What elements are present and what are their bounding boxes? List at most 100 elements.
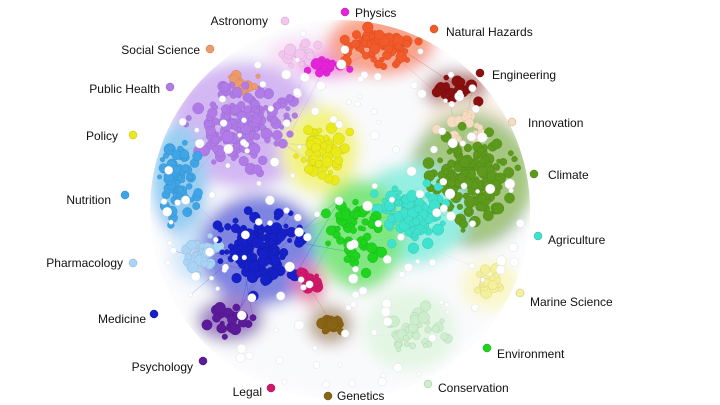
policy-node <box>303 125 314 136</box>
unassigned-node <box>245 351 254 360</box>
climate-node <box>422 157 435 169</box>
conservation-node <box>439 318 445 324</box>
legend-label: Physics <box>355 6 396 20</box>
legend-marker <box>533 231 543 241</box>
pharmacology-node <box>207 232 213 239</box>
nutrition-node <box>193 188 203 198</box>
unassigned-node <box>438 299 445 306</box>
nutrition-node <box>186 207 192 213</box>
medicine-node <box>250 269 256 275</box>
medicine-node <box>243 206 253 216</box>
natural-hazards-node <box>395 51 408 63</box>
unassigned-node <box>357 75 364 83</box>
unassigned-node <box>398 271 406 279</box>
policy-node <box>332 132 345 145</box>
unassigned-node <box>480 277 485 283</box>
public-health-node <box>254 107 260 114</box>
unassigned-node <box>270 157 280 167</box>
unassigned-node <box>469 220 476 228</box>
unassigned-node <box>382 254 392 264</box>
unassigned-node <box>336 59 347 70</box>
unassigned-node <box>460 182 468 190</box>
legend-marker <box>529 169 539 179</box>
legend-marker <box>429 24 439 34</box>
unassigned-node <box>218 95 227 103</box>
medicine-node <box>217 258 224 264</box>
psychology-node <box>216 323 227 334</box>
unassigned-node <box>312 361 321 369</box>
engineering-node <box>443 74 450 81</box>
public-health-node <box>291 112 298 119</box>
climate-node <box>507 150 514 157</box>
unassigned-node <box>471 303 479 312</box>
unassigned-node <box>382 316 393 327</box>
legend-item-legal: Legal <box>233 383 276 399</box>
unassigned-node <box>439 177 448 186</box>
unassigned-node <box>334 196 344 206</box>
unassigned-node <box>299 72 310 83</box>
unassigned-node <box>191 272 201 282</box>
climate-node <box>479 157 487 165</box>
policy-node <box>300 156 307 163</box>
conservation-node <box>420 300 432 312</box>
unassigned-node <box>281 378 288 385</box>
unassigned-node <box>393 363 403 373</box>
policy-node <box>345 127 354 137</box>
medicine-node <box>267 238 276 246</box>
marine-science-node <box>493 272 500 279</box>
legend-marker <box>482 343 492 353</box>
unassigned-node <box>241 254 247 261</box>
climate-node <box>476 166 488 177</box>
conservation-node <box>431 324 440 333</box>
legend-item-policy: Policy <box>86 129 138 143</box>
unassigned-node <box>294 57 300 63</box>
nutrition-node <box>157 174 163 180</box>
unassigned-node <box>215 286 220 292</box>
legend-marker <box>128 258 138 268</box>
public-health-node <box>205 126 216 137</box>
medicine-node <box>273 208 284 219</box>
unassigned-node <box>508 242 518 252</box>
unassigned-node <box>164 165 173 175</box>
policy-node <box>293 153 299 159</box>
social-science-node <box>255 73 261 79</box>
unassigned-node <box>284 261 295 272</box>
unassigned-node <box>468 84 477 93</box>
nutrition-node <box>192 151 203 162</box>
legend-item-social-science: Social Science <box>121 43 215 57</box>
natural-hazards-node <box>414 37 423 46</box>
environment-node <box>366 242 378 254</box>
innovation-node <box>462 111 468 117</box>
unassigned-node <box>256 180 262 187</box>
conservation-node <box>422 343 428 348</box>
environment-node <box>343 255 351 263</box>
unassigned-node <box>240 139 247 146</box>
unassigned-node <box>345 304 352 311</box>
environment-node <box>361 226 367 232</box>
medicine-node <box>219 249 225 256</box>
nutrition-node <box>177 186 184 193</box>
psychology-node <box>201 319 213 331</box>
unassigned-node <box>346 99 352 105</box>
medicine-node <box>239 263 246 269</box>
physics-node <box>315 68 324 78</box>
environment-node <box>325 225 336 236</box>
public-health-node <box>273 140 280 147</box>
unassigned-node <box>471 104 480 113</box>
natural-hazards-node <box>369 33 376 40</box>
unassigned-node <box>443 98 448 103</box>
natural-hazards-node <box>362 51 370 60</box>
nutrition-node <box>181 164 190 172</box>
unassigned-node <box>438 127 447 136</box>
policy-node <box>314 150 321 157</box>
legend-marker <box>198 356 208 366</box>
unassigned-node <box>370 130 380 141</box>
unassigned-node <box>373 72 382 81</box>
legend-marker <box>128 130 138 140</box>
unassigned-node <box>348 273 359 284</box>
unassigned-node <box>377 377 387 387</box>
legend-item-climate: Climate <box>529 168 589 182</box>
psychology-node <box>232 303 241 312</box>
climate-node <box>447 159 456 168</box>
legend-marker <box>205 44 215 54</box>
